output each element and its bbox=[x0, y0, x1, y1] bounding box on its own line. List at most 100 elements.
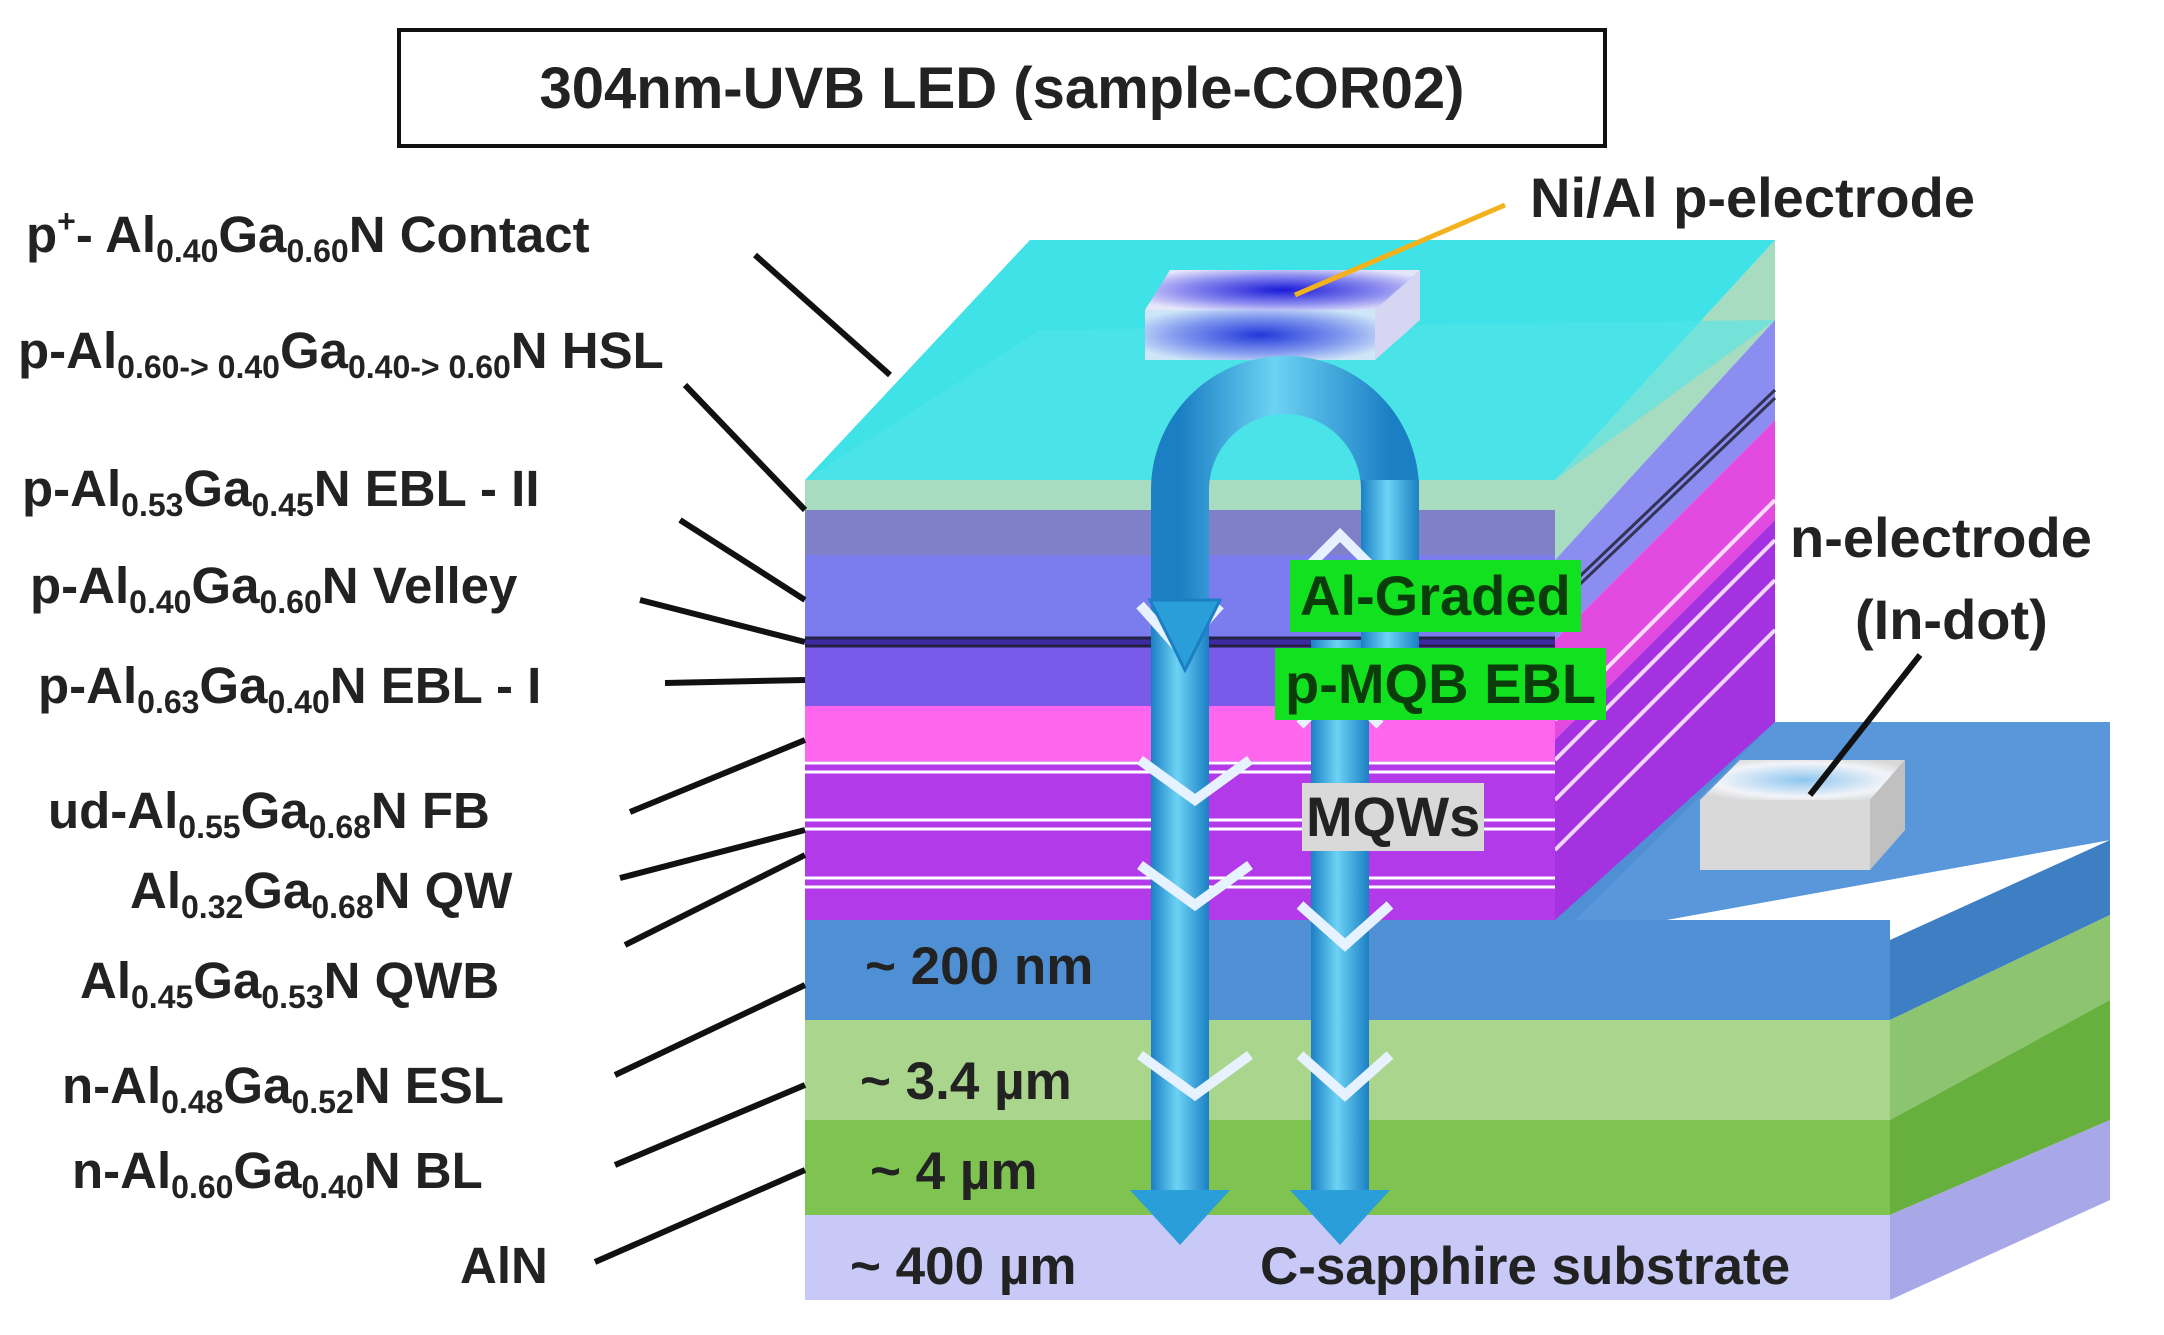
label-part: N Velley bbox=[321, 557, 518, 614]
leader-fb bbox=[628, 737, 807, 815]
label-part: - Al bbox=[75, 206, 157, 263]
leader-ebl2 bbox=[678, 517, 807, 603]
label-part: 0.53 bbox=[261, 979, 324, 1015]
label-part: 0.68 bbox=[308, 809, 371, 845]
p-electrode-side bbox=[1375, 270, 1420, 360]
label-qwb: Al0.45Ga0.53N QWB bbox=[80, 955, 499, 1013]
p-electrode-top bbox=[1145, 270, 1420, 310]
label-part: 0.40 bbox=[267, 684, 330, 720]
label-part: p-Al bbox=[38, 657, 138, 714]
label-part: p bbox=[26, 206, 58, 263]
al-graded-tag: Al-Graded bbox=[1290, 560, 1581, 632]
chevron bbox=[1296, 1051, 1394, 1102]
p-mqb-ebl-tag: p-MQB EBL bbox=[1275, 648, 1607, 720]
mqws-tag: MQWs bbox=[1302, 783, 1485, 851]
label-part: Ga bbox=[218, 206, 287, 263]
label-qw: Al0.32Ga0.68N QW bbox=[130, 865, 512, 923]
label-part: 0.60 bbox=[286, 233, 349, 269]
label-part: Ga bbox=[223, 1057, 292, 1114]
label-part: 0.48 bbox=[161, 1084, 224, 1120]
label-part: Al bbox=[80, 952, 131, 1009]
leader-qw bbox=[619, 827, 806, 881]
label-part: n-Al bbox=[62, 1057, 162, 1114]
label-part: Ga bbox=[193, 952, 262, 1009]
label-part: 0.40 bbox=[301, 1169, 364, 1205]
leader-hsl bbox=[682, 382, 808, 513]
label-part: N FB bbox=[370, 782, 490, 839]
label-part: p-Al bbox=[18, 322, 118, 379]
label-aln: AlN bbox=[460, 1240, 548, 1291]
label-part: n-Al bbox=[72, 1142, 172, 1199]
chevron bbox=[1137, 1050, 1253, 1102]
thickness-bl: ~ 3.4 µm bbox=[860, 1052, 1072, 1111]
chevron bbox=[1296, 901, 1394, 952]
label-part: N Contact bbox=[348, 206, 590, 263]
n-electrode-side bbox=[1870, 760, 1905, 870]
label-part: p-Al bbox=[22, 460, 122, 517]
label-part: N QW bbox=[373, 862, 513, 919]
p-stack-side-fb bbox=[1555, 420, 1775, 740]
label-in-dot: (In-dot) bbox=[1855, 588, 2048, 651]
thickness-esl: ~ 200 nm bbox=[865, 937, 1094, 996]
label-part: 0.60-> 0.40 bbox=[117, 349, 280, 385]
p-stack-side-mqw bbox=[1555, 520, 1775, 920]
label-part: ud-Al bbox=[48, 782, 179, 839]
label-part: 0.40-> 0.60 bbox=[347, 349, 511, 385]
label-part: AlN bbox=[460, 1237, 548, 1294]
label-part: + bbox=[57, 203, 76, 239]
side-line bbox=[1553, 388, 1777, 602]
side-stripe bbox=[1553, 538, 1777, 762]
label-part: N EBL - I bbox=[329, 657, 542, 714]
label-part: 0.68 bbox=[311, 889, 374, 925]
current-u-tube bbox=[1151, 356, 1419, 640]
label-p-ebl-ii: p-Al0.53Ga0.45N EBL - II bbox=[22, 463, 540, 521]
label-part: Ga bbox=[240, 782, 309, 839]
n-electrode-front bbox=[1700, 800, 1870, 870]
leader-bl bbox=[613, 1082, 807, 1168]
label-part: 0.53 bbox=[121, 487, 184, 523]
bl-side bbox=[1890, 915, 2110, 1120]
label-p-hsl: p-Al0.60-> 0.40Ga0.40-> 0.60N HSL bbox=[18, 325, 664, 383]
thickness-substrate: ~ 400 µm bbox=[850, 1237, 1077, 1296]
chevron bbox=[1137, 755, 1253, 807]
label-part: 0.60 bbox=[259, 584, 322, 620]
label-p-electrode: Ni/Al p-electrode bbox=[1530, 166, 1975, 229]
label-part: Ga bbox=[199, 657, 268, 714]
label-p-contact: p+- Al0.40Ga0.60N Contact bbox=[26, 205, 590, 267]
aln-side bbox=[1890, 1000, 2110, 1215]
label-part: 0.60 bbox=[171, 1169, 234, 1205]
substrate-label: C-sapphire substrate bbox=[1260, 1237, 1791, 1296]
p-electrode-front bbox=[1145, 310, 1375, 360]
label-part: Ga bbox=[243, 862, 312, 919]
label-n-esl: n-Al0.48Ga0.52N ESL bbox=[62, 1060, 504, 1118]
chevron bbox=[1137, 860, 1253, 912]
n-electrode-top bbox=[1700, 760, 1905, 800]
leader-lines bbox=[593, 252, 1923, 1265]
label-part: N QWB bbox=[323, 952, 500, 1009]
substrate-side bbox=[1890, 1120, 2110, 1300]
label-ud-fb: ud-Al0.55Ga0.68N FB bbox=[48, 785, 490, 843]
label-n-bl: n-Al0.60Ga0.40N BL bbox=[72, 1145, 483, 1203]
side-line bbox=[1553, 396, 1777, 610]
label-part: N ESL bbox=[353, 1057, 504, 1114]
leader-ebl1 bbox=[664, 677, 806, 686]
label-part: Ga bbox=[233, 1142, 302, 1199]
diagram-title: 304nm-UVB LED (sample-COR02) bbox=[539, 55, 1465, 121]
label-part: 0.40 bbox=[156, 233, 219, 269]
label-part: 0.32 bbox=[181, 889, 244, 925]
label-part: 0.52 bbox=[291, 1084, 354, 1120]
label-p-velley: p-Al0.40Ga0.60N Velley bbox=[30, 560, 517, 618]
leader-p-electrode bbox=[1294, 202, 1506, 298]
side-stripe bbox=[1553, 628, 1777, 852]
leader-n-electrode bbox=[1807, 653, 1923, 797]
leader-qwb bbox=[623, 852, 807, 948]
leader-esl bbox=[613, 982, 807, 1078]
chevron-big bbox=[1147, 598, 1223, 674]
label-part: N EBL - II bbox=[313, 460, 540, 517]
left-arrow-head bbox=[1130, 1190, 1230, 1245]
label-part: Ga bbox=[183, 460, 252, 517]
label-p-ebl-i: p-Al0.63Ga0.40N EBL - I bbox=[38, 660, 541, 718]
label-part: 0.63 bbox=[137, 684, 200, 720]
